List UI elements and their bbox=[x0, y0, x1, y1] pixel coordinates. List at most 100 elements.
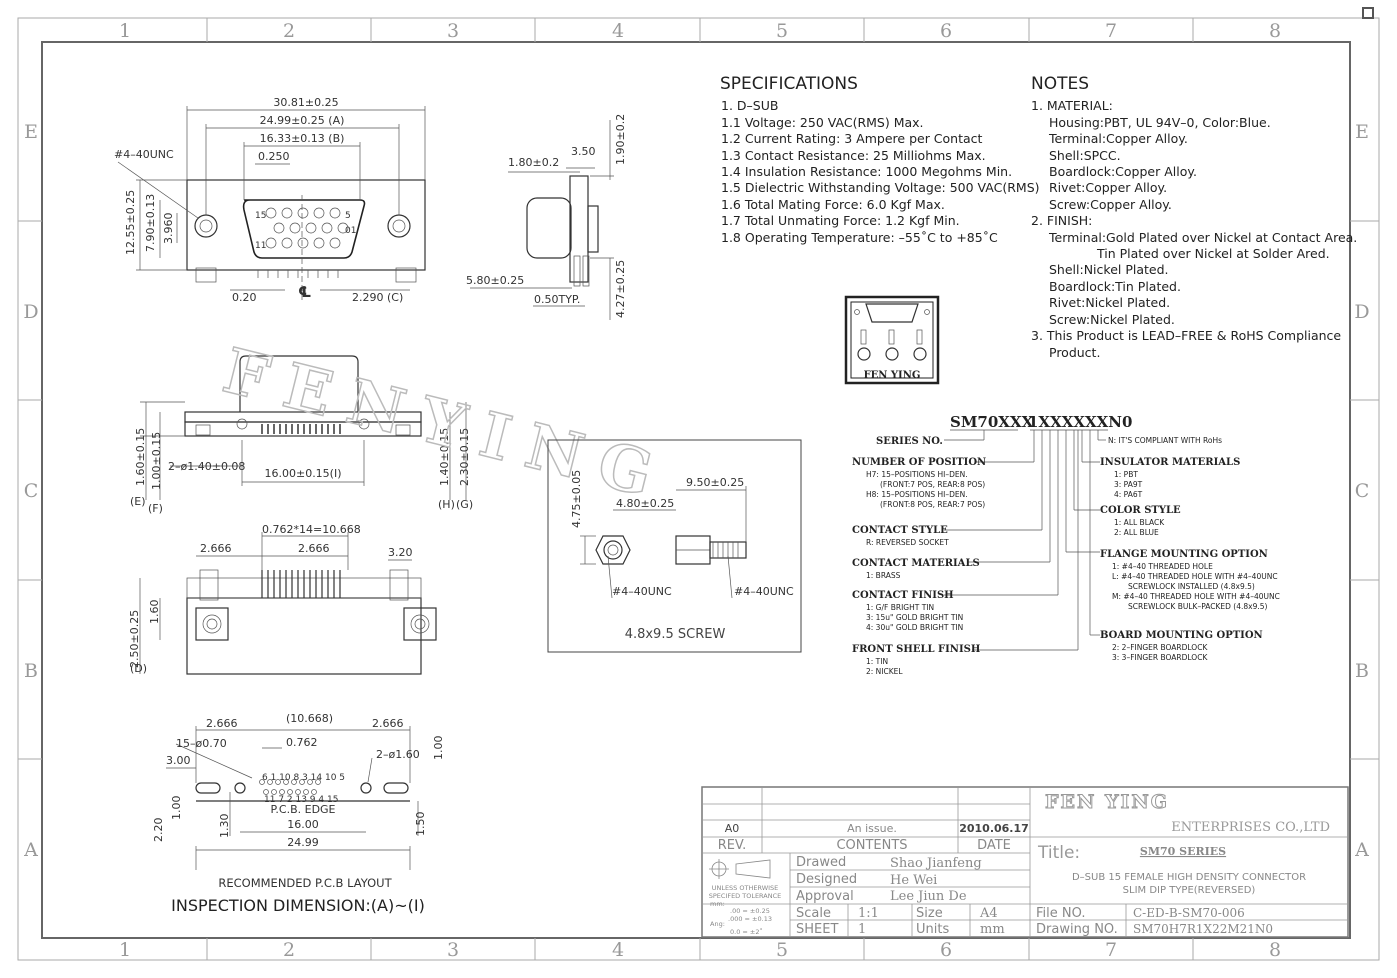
pcb-layout: 2.666 (10.668) 2.666 15–ø0.70 0.762 2–ø1… bbox=[152, 712, 445, 915]
pcb-dim-8: 1.00 bbox=[432, 736, 445, 761]
note-item-11: Boardlock:Tin Plated. bbox=[1049, 279, 1181, 294]
bottom-dim-1: 1.60±0.15 bbox=[134, 428, 147, 486]
tb-file-label: File NO. bbox=[1036, 906, 1085, 921]
tb-tol-2: SPECIFED TOLERANCE bbox=[709, 892, 782, 900]
part-number-breakdown: SM70XXX 1XXXXXXN0 SERIES NO. NUMBER OF P… bbox=[852, 413, 1280, 676]
pcb-dim-10: 1.00 bbox=[170, 796, 183, 821]
top-dim-4: 3.20 bbox=[388, 546, 413, 559]
zone-row-b-left: B bbox=[24, 660, 38, 682]
pcb-dim-3: 2.666 bbox=[372, 717, 404, 730]
bottom-label-h: (H) bbox=[438, 498, 455, 511]
note-item-13: Screw:Nickel Plated. bbox=[1049, 312, 1175, 327]
tb-title-label: Title: bbox=[1037, 843, 1080, 863]
zone-row-d-left: D bbox=[23, 301, 38, 323]
top-view: 0.762*14=10.668 2.666 2.666 3.20 2.50±0.… bbox=[128, 523, 437, 675]
zone-col-2-top: 2 bbox=[283, 20, 295, 42]
note-item-3: Shell:SPCC. bbox=[1049, 148, 1121, 163]
pn-rohs: N: IT'S COMPLIANT WITH RoHs bbox=[1108, 436, 1222, 445]
spec-item-8: 1.8 Operating Temperature: –55˚C to +85˚… bbox=[721, 230, 998, 245]
zone-col-6-bottom: 6 bbox=[940, 939, 952, 961]
dim-020: 0.20 bbox=[232, 291, 257, 304]
bottom-dim-6: 2.30±0.15 bbox=[458, 428, 471, 486]
note-item-7: 2. FINISH: bbox=[1031, 213, 1092, 228]
tb-drawing-label: Drawing NO. bbox=[1036, 922, 1118, 937]
screw-dim-1: 4.75±0.05 bbox=[570, 470, 583, 528]
pn-num-pos: NUMBER OF POSITION bbox=[852, 457, 986, 468]
zone-col-5-top: 5 bbox=[776, 20, 788, 42]
inner-frame bbox=[41, 41, 1351, 939]
zone-row-d-right: D bbox=[1354, 301, 1369, 323]
bottom-dim-3: 2–ø1.40±0.08 bbox=[168, 460, 245, 473]
pn-board: BOARD MOUNTING OPTION bbox=[1100, 630, 1263, 641]
pcb-dim-12: 16.00 bbox=[287, 818, 319, 831]
tb-tol-5: .000 = ±0.13 bbox=[728, 915, 772, 923]
zone-col-1-bottom: 1 bbox=[119, 939, 131, 961]
pin-label-01: 01 bbox=[345, 226, 356, 236]
pin-label-11: 11 bbox=[255, 241, 266, 251]
tb-company-2: ENTERPRISES CO.,LTD bbox=[1171, 820, 1330, 835]
pn-flange-m2: SCREWLOCK BULK–PACKED (4.8x9.5) bbox=[1128, 602, 1268, 611]
top-dim-2: 2.666 bbox=[200, 542, 232, 555]
centerline-symbol: ℄ bbox=[298, 283, 311, 301]
note-item-1: Housing:PBT, UL 94V–0, Color:Blue. bbox=[1049, 115, 1271, 130]
pn-series: SM70XXX bbox=[950, 413, 1034, 431]
company-logo: FEN YING bbox=[844, 295, 940, 385]
top-dim-1: 0.762*14=10.668 bbox=[262, 523, 361, 536]
pcb-row1-labels: 6 1 10 8 3 14 10 5 bbox=[262, 773, 345, 783]
notes-heading: NOTES bbox=[1031, 74, 1089, 94]
corner-mark bbox=[1362, 7, 1374, 19]
pcb-dim-6: 2–ø1.60 bbox=[376, 748, 420, 761]
pn-board-2: 2: 2–FINGER BOARDLOCK bbox=[1112, 643, 1208, 652]
title-block: A0 An issue. 2010.06.17 REV. CONTENTS DA… bbox=[701, 786, 1349, 938]
tb-approval-value: Lee Jiun De bbox=[890, 889, 967, 904]
pn-front-shell-2: 2: NICKEL bbox=[866, 667, 903, 676]
zone-col-3-top: 3 bbox=[447, 20, 459, 42]
screw-view: 4.75±0.05 4.80±0.25 9.50±0.25 #4–40UNC #… bbox=[547, 439, 802, 653]
pn-contact-fin-3: 3: 15u" GOLD BRIGHT TIN bbox=[866, 613, 963, 622]
note-item-14: 3. This Product is LEAD–FREE & RoHS Comp… bbox=[1031, 328, 1341, 343]
tb-designed-label: Designed bbox=[796, 872, 857, 887]
pcb-dim-5: 0.762 bbox=[286, 736, 318, 749]
screw-dim-3: 9.50±0.25 bbox=[686, 476, 744, 489]
tb-sheet-value: 1 bbox=[858, 922, 866, 937]
pn-flange-l2: SCREWLOCK INSTALLED (4.8x9.5) bbox=[1128, 582, 1255, 591]
side-dim-1: 1.80±0.2 bbox=[508, 156, 559, 169]
tb-sheet-label: SHEET bbox=[796, 922, 838, 937]
pn-insulator-1: 1: PBT bbox=[1114, 470, 1138, 479]
note-item-5: Rivet:Copper Alloy. bbox=[1049, 180, 1167, 195]
pn-num-pos-h8: H8: 15–POSITIONS HI–DEN. bbox=[866, 490, 968, 499]
zone-col-4-top: 4 bbox=[612, 20, 624, 42]
bottom-label-g: (G) bbox=[456, 498, 473, 511]
pn-color-1: 1: ALL BLACK bbox=[1114, 518, 1165, 527]
dim-height: 12.55±0.25 bbox=[124, 190, 137, 255]
pn-color-2: 2: ALL BLUE bbox=[1114, 528, 1159, 537]
tb-drawn-value: Shao Jianfeng bbox=[890, 856, 982, 871]
pn-color: COLOR STYLE bbox=[1100, 505, 1181, 516]
specifications-block: SPECIFICATIONS 1. D–SUB 1.1 Voltage: 250… bbox=[720, 74, 1040, 245]
note-item-10: Shell:Nickel Plated. bbox=[1049, 262, 1169, 277]
tb-company: FEN YING bbox=[1045, 791, 1169, 813]
note-item-15: Product. bbox=[1049, 345, 1100, 360]
pcb-dim-2: (10.668) bbox=[286, 712, 333, 725]
outer-frame bbox=[17, 17, 1380, 961]
pn-contact-style: CONTACT STYLE bbox=[852, 525, 948, 536]
pcb-dim-4: 15–ø0.70 bbox=[176, 737, 227, 750]
tb-contents-label: CONTENTS bbox=[836, 838, 907, 853]
dim-h2: 7.90±0.13 bbox=[144, 194, 157, 252]
front-view: 15 11 5 01 30.81±0.25 24.99±0.25 (A) 16.… bbox=[114, 96, 426, 304]
dim-pitch: 0.250 bbox=[258, 150, 290, 163]
bottom-label-f: (F) bbox=[148, 502, 163, 515]
tb-size-value: A4 bbox=[979, 906, 998, 921]
side-dim-5: 0.50TYP. bbox=[534, 293, 580, 306]
bottom-view: 1.60±0.15 1.00±0.15 2–ø1.40±0.08 16.00±0… bbox=[130, 355, 473, 515]
tb-designed-value: He Wei bbox=[890, 873, 937, 888]
pcb-caption: RECOMMENDED P.C.B LAYOUT bbox=[218, 876, 392, 890]
zone-row-a-right: A bbox=[1354, 839, 1369, 861]
pn-contact-fin-4: 4: 30u" GOLD BRIGHT TIN bbox=[866, 623, 963, 632]
pcb-dim-9: 2.20 bbox=[152, 818, 165, 843]
tb-desc-2: SLIM DIP TYPE(REVERSED) bbox=[1123, 885, 1256, 896]
notes-block: NOTES 1. MATERIAL: Housing:PBT, UL 94V–0… bbox=[1031, 74, 1357, 360]
pn-contact-style-r: R: REVERSED SOCKET bbox=[866, 538, 949, 547]
tb-tol-1: UNLESS OTHERWISE bbox=[712, 884, 779, 892]
pn-flange-1: 1: #4–40 THREADED HOLE bbox=[1112, 562, 1213, 571]
